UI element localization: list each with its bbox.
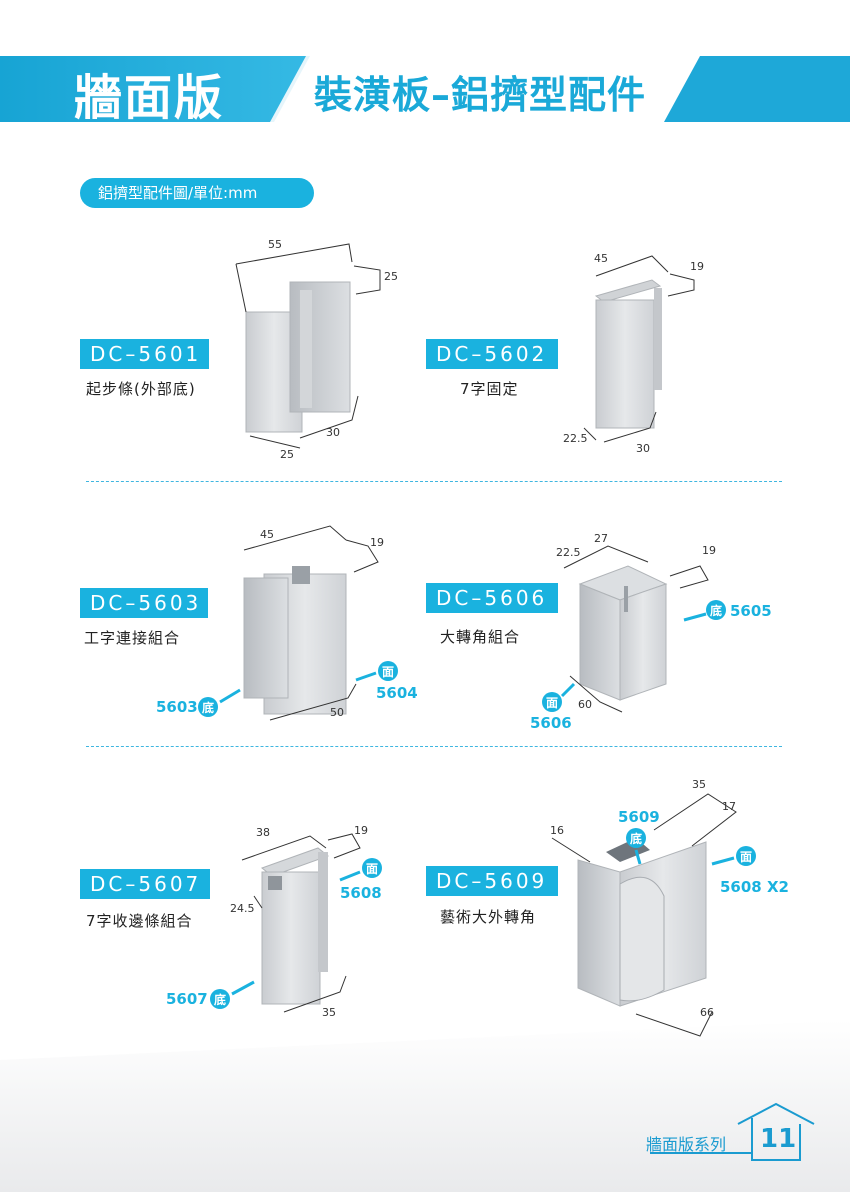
arrow-icon — [711, 856, 735, 866]
dim-label: 17 — [722, 800, 736, 813]
dim-label: 19 — [370, 536, 384, 549]
callout-code: 5609 — [618, 808, 660, 826]
model-badge-5609: DC–5609 — [426, 866, 558, 896]
callout-5604: 面 5604 — [355, 661, 418, 702]
page-number: 11 — [760, 1124, 797, 1154]
footer-series-label: 牆面版系列 — [646, 1135, 727, 1154]
model-desc-5601: 起步條(外部底) — [86, 380, 196, 398]
model-desc-5606: 大轉角組合 — [440, 628, 521, 646]
dim-label: 24.5 — [230, 902, 255, 915]
dim-label: 16 — [550, 824, 564, 837]
header-banner — [0, 56, 850, 122]
model-badge-5603: DC–5603 — [80, 588, 208, 618]
dim-label: 45 — [260, 528, 274, 541]
profile-5601 — [235, 243, 381, 449]
arrow-icon — [339, 870, 361, 882]
callout-5607: 5607 底 — [166, 980, 255, 1009]
dim-label: 25 — [384, 270, 398, 283]
callout-badge — [378, 661, 398, 681]
model-desc-5602: 7字固定 — [460, 380, 519, 398]
profile-5606 — [563, 545, 709, 713]
callout-badge — [542, 692, 562, 712]
callout-code: 5604 — [376, 684, 418, 702]
callout-5608-x2: 面 5608 X2 — [711, 846, 789, 896]
callout-5605: 底 5605 — [683, 600, 772, 622]
dim-label: 19 — [702, 544, 716, 557]
callout-5608: 面 5608 — [339, 858, 382, 902]
callout-badge — [626, 828, 646, 848]
arrow-icon — [355, 671, 377, 682]
callout-badge — [362, 858, 382, 878]
model-badge-5601: DC–5601 — [80, 339, 209, 369]
callout-badge-label: 面 — [546, 696, 558, 710]
dim-label: 35 — [322, 1006, 336, 1019]
header-title-right: 裝潢板–鋁擠型配件 — [314, 73, 647, 117]
profile-5602 — [583, 255, 695, 443]
dim-label: 30 — [636, 442, 650, 455]
dim-label: 27 — [594, 532, 608, 545]
callout-badge-label: 面 — [740, 850, 752, 864]
dim-label: 45 — [594, 252, 608, 265]
callout-code: 5603 — [156, 698, 198, 716]
model-desc-5603: 工字連接組合 — [84, 629, 181, 647]
arrow-icon — [231, 980, 255, 996]
callout-badge — [210, 989, 230, 1009]
callout-code: 5606 — [530, 714, 572, 732]
callout-badge-label: 底 — [214, 992, 226, 1007]
dim-label: 35 — [692, 778, 706, 791]
header-title-left: 牆面版 — [74, 70, 225, 126]
profile-5609 — [551, 793, 737, 1037]
callout-5606: 面 5606 — [530, 682, 576, 732]
callout-code: 5605 — [730, 602, 772, 620]
callout-badge — [198, 697, 218, 717]
callout-5603: 5603 底 — [156, 688, 241, 717]
model-badge-5602: DC–5602 — [426, 339, 558, 369]
dim-label: 60 — [578, 698, 592, 711]
callout-badge — [706, 600, 726, 620]
arrow-icon — [219, 688, 241, 704]
dim-label: 22.5 — [563, 432, 588, 445]
model-desc-5609: 藝術大外轉角 — [440, 908, 537, 926]
model-badge-5607: DC–5607 — [80, 869, 210, 899]
model-desc-5607: 7字收邊條組合 — [86, 912, 193, 930]
callout-5609: 5609 底 — [618, 808, 660, 865]
callout-code: 5607 — [166, 990, 208, 1008]
dim-label: 30 — [326, 426, 340, 439]
dim-label: 50 — [330, 706, 344, 719]
callout-badge-label: 面 — [366, 862, 378, 876]
model-badge-5606: DC–5606 — [426, 583, 558, 613]
arrow-icon — [634, 849, 642, 865]
footer-floor — [0, 1020, 850, 1192]
callout-badge-label: 底 — [710, 603, 722, 618]
callout-badge — [736, 846, 756, 866]
dim-label: 22.5 — [556, 546, 581, 559]
divider — [86, 746, 782, 747]
arrow-icon — [683, 612, 707, 622]
dim-label: 25 — [280, 448, 294, 461]
dim-label: 55 — [268, 238, 282, 251]
dim-label: 19 — [690, 260, 704, 273]
dim-label: 19 — [354, 824, 368, 837]
profile-5603 — [243, 525, 379, 721]
dim-label: 66 — [700, 1006, 714, 1019]
callout-badge-label: 底 — [630, 831, 642, 846]
callout-code: 5608 X2 — [720, 878, 789, 896]
dim-label: 38 — [256, 826, 270, 839]
arrow-icon — [560, 682, 576, 698]
divider — [86, 481, 782, 482]
section-label: 鋁擠型配件圖/單位:mm — [80, 178, 314, 208]
callout-badge-label: 面 — [382, 665, 394, 679]
callout-badge-label: 底 — [202, 700, 214, 715]
callout-code: 5608 — [340, 884, 382, 902]
profile-5607 — [241, 833, 361, 1013]
